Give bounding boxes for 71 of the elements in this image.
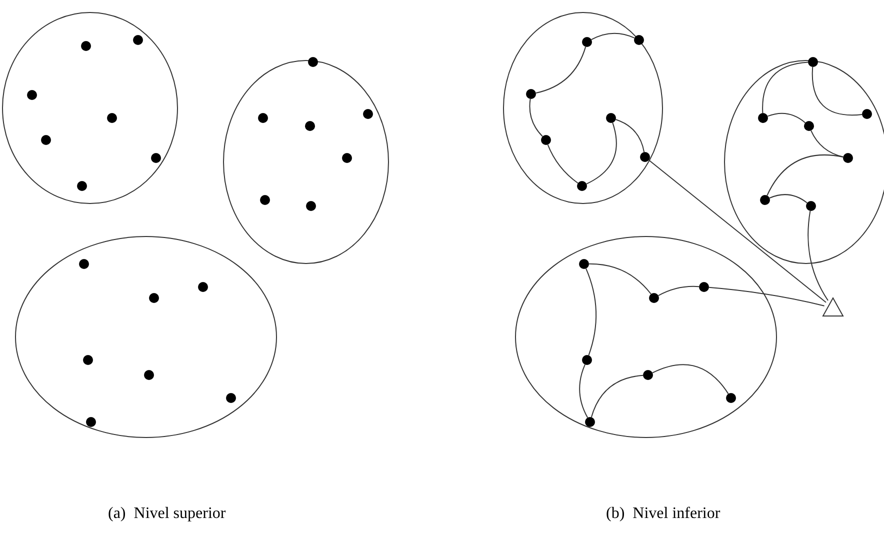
curve-connector <box>769 194 808 204</box>
dot <box>260 195 270 205</box>
curve-connector <box>658 286 700 296</box>
cluster-ellipse <box>223 60 389 264</box>
curve-connector <box>767 112 806 124</box>
dot <box>41 135 51 145</box>
triangle-marker <box>822 297 844 317</box>
dot <box>308 57 318 67</box>
dot <box>107 113 117 123</box>
dot <box>526 89 536 99</box>
dot <box>149 293 159 303</box>
curve-connector <box>810 130 844 158</box>
dot <box>226 393 236 403</box>
curve-connector <box>808 210 828 301</box>
dot <box>198 282 208 292</box>
dot <box>541 135 551 145</box>
cluster-ellipse <box>503 12 663 204</box>
dot <box>843 153 853 163</box>
dot <box>86 417 96 427</box>
dot <box>144 370 154 380</box>
dot <box>151 153 161 163</box>
dot <box>305 121 315 131</box>
curve-connector <box>708 286 825 306</box>
dot <box>258 113 268 123</box>
cluster-ellipse <box>2 12 178 204</box>
curve-connector <box>766 154 844 196</box>
dot <box>634 35 644 45</box>
curve-connector <box>762 62 808 114</box>
caption: (a) Nivel superior <box>108 505 226 523</box>
cluster-ellipse <box>15 236 277 438</box>
dot <box>699 282 709 292</box>
dot <box>649 293 659 303</box>
curve-connector <box>547 144 578 184</box>
dot <box>363 109 373 119</box>
dot <box>27 90 37 100</box>
curve-connector <box>529 98 543 137</box>
dot <box>306 201 316 211</box>
dot <box>582 37 592 47</box>
dot <box>808 57 818 67</box>
dot <box>640 152 650 162</box>
curve-connector <box>648 160 826 303</box>
dot <box>806 201 816 211</box>
dot <box>577 181 587 191</box>
dot <box>81 41 91 51</box>
curve-connector <box>652 364 729 394</box>
curve-connector <box>590 374 644 418</box>
curve-connector <box>535 46 586 94</box>
dot <box>643 370 653 380</box>
dot <box>758 113 768 123</box>
dot <box>582 355 592 365</box>
dot <box>83 355 93 365</box>
dot <box>760 195 770 205</box>
caption: (b) Nivel inferior <box>606 505 720 523</box>
dot <box>606 113 616 123</box>
curve-connector <box>590 32 635 40</box>
dot <box>579 259 589 269</box>
dot <box>585 417 595 427</box>
curve-connector <box>586 122 617 184</box>
curve-connector <box>615 119 645 153</box>
dot <box>726 393 736 403</box>
dot <box>79 259 89 269</box>
dot <box>342 153 352 163</box>
dot <box>77 181 87 191</box>
dot <box>804 121 814 131</box>
dot <box>133 35 143 45</box>
dot <box>862 109 872 119</box>
curve-connector <box>579 364 588 418</box>
cluster-ellipse <box>515 236 777 438</box>
curve-connector <box>588 263 652 294</box>
curve-connector <box>812 66 862 116</box>
curve-connector <box>586 268 597 356</box>
